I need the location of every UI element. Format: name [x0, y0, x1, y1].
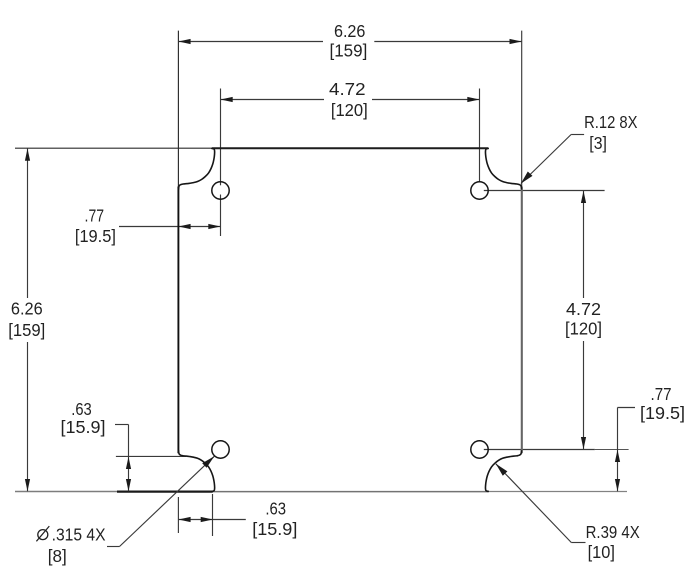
svg-text:[19.5]: [19.5]: [75, 226, 116, 246]
svg-text:.63: .63: [265, 499, 286, 519]
svg-text:.77: .77: [85, 206, 105, 226]
svg-text:[120]: [120]: [565, 319, 602, 339]
svg-text:R.39 4X: R.39 4X: [586, 522, 640, 542]
svg-text:[8]: [8]: [48, 546, 67, 566]
svg-text:R.12 8X: R.12 8X: [584, 112, 638, 132]
svg-text:[10]: [10]: [588, 542, 615, 562]
svg-text:[159]: [159]: [330, 41, 368, 61]
svg-text:6.26: 6.26: [334, 21, 366, 41]
svg-text:.63: .63: [71, 399, 92, 419]
svg-text:[159]: [159]: [8, 320, 45, 340]
svg-text:.77: .77: [651, 384, 672, 404]
svg-text:[120]: [120]: [331, 100, 368, 120]
svg-text:4.72: 4.72: [566, 299, 601, 319]
svg-text:[3]: [3]: [589, 133, 607, 153]
svg-text:4.72: 4.72: [329, 79, 366, 99]
svg-text:[19.5]: [19.5]: [640, 403, 685, 423]
svg-text:[15.9]: [15.9]: [61, 417, 106, 437]
svg-text:6.26: 6.26: [11, 298, 43, 318]
svg-text:[15.9]: [15.9]: [252, 519, 297, 539]
svg-text:.315 4X: .315 4X: [52, 525, 106, 545]
